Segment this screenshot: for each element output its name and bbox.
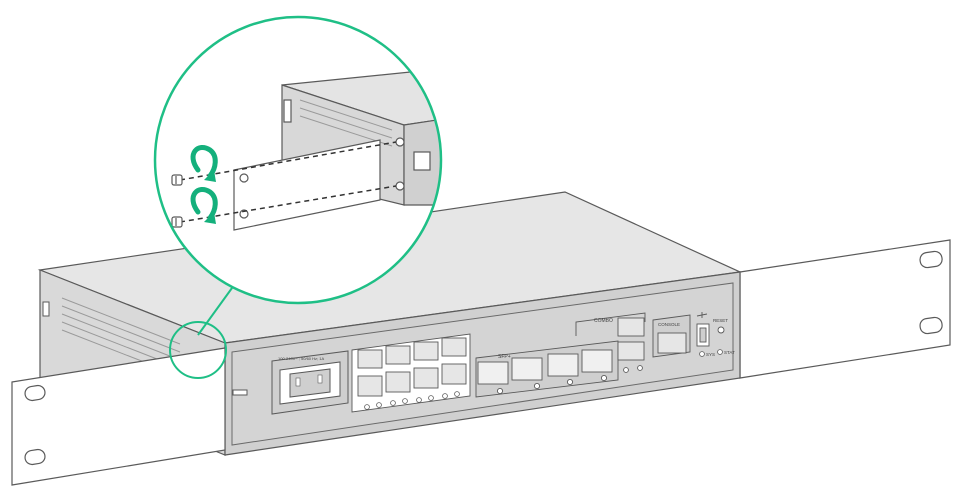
power-rating-label: 100-240V~ ; 50/60 Hz; 1A xyxy=(278,356,324,361)
status-leds: SYS STAT xyxy=(699,349,735,357)
console-label: CONSOLE xyxy=(658,322,680,327)
usb-port xyxy=(696,312,710,347)
right-mounting-ear xyxy=(739,239,951,379)
rj45-port-block xyxy=(351,333,471,413)
left-mounting-ear xyxy=(11,347,248,486)
magnified-detail-view xyxy=(153,15,443,305)
callout-target-circle xyxy=(169,321,227,379)
combo-port-block: COMBO xyxy=(575,312,646,373)
sfp-port-block: SFP+ xyxy=(475,340,619,398)
power-inlet: 100-240V~ ; 50/60 Hz; 1A xyxy=(271,350,349,415)
callout-connector xyxy=(169,287,233,379)
screw-icon xyxy=(171,216,183,228)
sys-led-label: SYS xyxy=(706,352,715,357)
screw-icon xyxy=(171,174,183,186)
usb-icon xyxy=(696,312,708,318)
clockwise-rotate-icon xyxy=(190,187,218,224)
combo-label: COMBO xyxy=(594,318,613,324)
sfp-label: SFP+ xyxy=(498,354,511,360)
console-port: CONSOLE xyxy=(652,314,691,358)
reset-button[interactable]: RESET xyxy=(713,318,728,334)
clockwise-rotate-icon xyxy=(190,145,218,182)
stat-led-label: STAT xyxy=(724,350,735,355)
reset-label: RESET xyxy=(713,318,728,323)
